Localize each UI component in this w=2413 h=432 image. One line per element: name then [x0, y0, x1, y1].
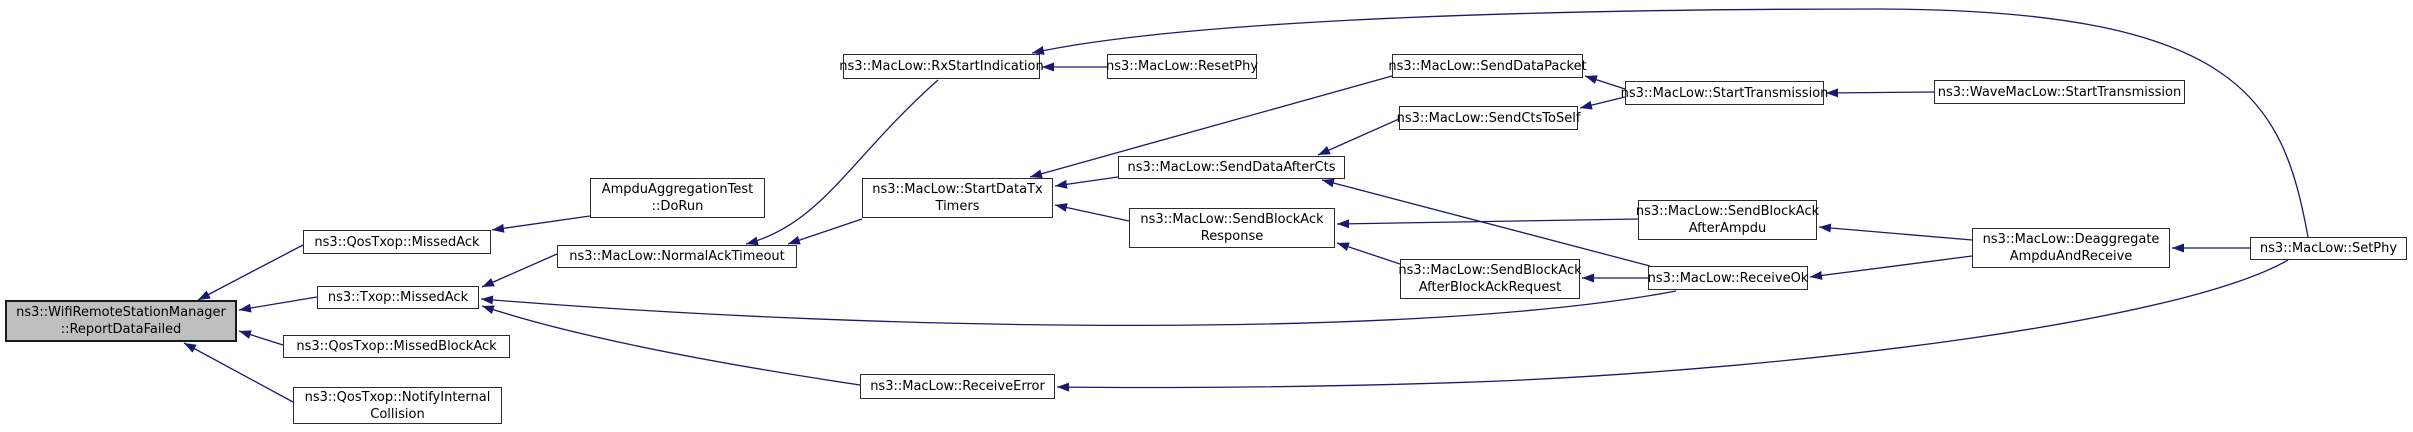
node-ampdu-aggregation-test-dorun[interactable]: AmpduAggregationTest::DoRun: [590, 178, 765, 218]
node-label: Response: [1200, 229, 1264, 244]
node-label: AfterAmpdu: [1688, 221, 1767, 236]
edge-maclow-start-data-tx-timers-to-maclow-normal-ack-timeout: [787, 218, 863, 245]
node-label: Collision: [370, 406, 425, 422]
node-label: AfterBlockAckRequest: [1418, 280, 1562, 295]
edge-maclow-rx-start-indication-to-maclow-normal-ack-timeout: [745, 79, 939, 246]
node-label: ns3::MacLow::ReceiveError: [870, 379, 1045, 394]
edge-maclow-send-cts-to-self-to-maclow-send-data-after-cts: [1317, 118, 1400, 156]
node-maclow-send-data-packet[interactable]: ns3::MacLow::SendDataPacket: [1388, 54, 1587, 78]
edge-wave-maclow-start-transmission-to-maclow-start-transmission: [1825, 88, 1935, 98]
node-label: ns3::MacLow::RxStartIndication: [839, 59, 1044, 74]
node-label: ns3::MacLow::StartTransmission: [1620, 85, 1829, 101]
edge-maclow-set-phy-to-maclow-rx-start-indication: [1031, 8, 2309, 238]
node-label: ::DoRun: [651, 199, 704, 214]
node-label: ns3::MacLow::SendBlockAck: [1635, 204, 1820, 219]
node-maclow-receive-ok[interactable]: ns3::MacLow::ReceiveOk: [1648, 266, 1808, 290]
node-label: ns3::MacLow::SendBlockAck: [1398, 263, 1582, 278]
node-maclow-set-phy[interactable]: ns3::MacLow::SetPhy: [2250, 237, 2407, 260]
node-label: ::ReportDataFailed: [60, 322, 182, 337]
node-label: ns3::MacLow::Deaggregate: [1982, 232, 2160, 247]
node-maclow-normal-ack-timeout[interactable]: ns3::MacLow::NormalAckTimeout: [557, 245, 797, 268]
edge-maclow-start-transmission-to-maclow-send-data-packet: [1584, 75, 1626, 90]
node-label: ns3::WifiRemoteStationManager: [16, 305, 226, 320]
edge-maclow-send-block-ack-after-block-ack-request-to-maclow-send-block-ack-response: [1336, 242, 1401, 265]
node-maclow-reset-phy[interactable]: ns3::MacLow::ResetPhy: [1105, 54, 1259, 79]
edge-maclow-receive-ok-to-txop-missed-ack: [480, 290, 1677, 327]
edge-maclow-receive-error-to-txop-missed-ack: [481, 305, 861, 386]
edge-maclow-send-block-ack-after-ampdu-to-maclow-send-block-ack-response: [1336, 218, 1639, 229]
node-maclow-send-data-after-cts[interactable]: ns3::MacLow::SendDataAfterCts: [1118, 156, 1345, 179]
node-maclow-rx-start-indication[interactable]: ns3::MacLow::RxStartIndication: [839, 54, 1044, 79]
node-label: ns3::QosTxop::MissedBlockAck: [296, 339, 497, 354]
node-maclow-send-cts-to-self[interactable]: ns3::MacLow::SendCtsToSelf: [1396, 106, 1581, 130]
node-label: ns3::MacLow::SendCtsToSelf: [1396, 110, 1581, 126]
node-label: ns3::MacLow::SetPhy: [2259, 241, 2398, 256]
node-txop-missed-ack[interactable]: ns3::Txop::MissedAck: [317, 286, 479, 309]
edges-group: [183, 8, 2309, 403]
node-wave-maclow-start-transmission[interactable]: ns3::WaveMacLow::StartTransmission: [1934, 80, 2185, 104]
edge-maclow-start-transmission-to-maclow-send-cts-to-self: [1579, 96, 1626, 110]
node-label: ns3::MacLow::SendDataPacket: [1388, 58, 1587, 74]
node-label: ns3::MacLow::ResetPhy: [1105, 59, 1259, 74]
node-label: ns3::Txop::MissedAck: [327, 290, 469, 305]
node-qostxop-missed-ack[interactable]: ns3::QosTxop::MissedAck: [303, 230, 491, 254]
node-label: ns3::MacLow::SendBlockAck: [1140, 212, 1324, 227]
edge-txop-missed-ack-to-report-data-failed: [238, 296, 318, 313]
node-label: AmpduAggregationTest: [601, 182, 754, 197]
edge-maclow-send-block-ack-response-to-maclow-start-data-tx-timers: [1054, 203, 1130, 222]
node-maclow-start-transmission[interactable]: ns3::MacLow::StartTransmission: [1621, 81, 1828, 105]
node-label: Timers: [935, 199, 980, 214]
node-report-data-failed: ns3::WifiRemoteStationManager::ReportDat…: [5, 300, 237, 342]
edge-maclow-normal-ack-timeout-to-txop-missed-ack: [481, 253, 558, 288]
edge-maclow-receive-ok-to-maclow-send-data-after-cts: [1321, 178, 1651, 267]
node-label: ns3::MacLow::SendDataAfterCts: [1127, 160, 1336, 175]
edge-qostxop-notify-internal-collision-to-report-data-failed: [183, 342, 294, 403]
edge-maclow-set-phy-to-maclow-receive-error: [1056, 259, 2289, 392]
edge-qostxop-missed-block-ack-to-report-data-failed: [238, 330, 284, 346]
node-label: ns3::QosTxop::MissedAck: [314, 234, 480, 250]
edge-ampdu-aggregation-test-dorun-to-qostxop-missed-ack: [491, 215, 591, 233]
node-label: ns3::MacLow::NormalAckTimeout: [569, 249, 785, 264]
node-label: ns3::MacLow::StartDataTx: [872, 182, 1043, 197]
node-qostxop-missed-block-ack[interactable]: ns3::QosTxop::MissedBlockAck: [283, 335, 510, 358]
edge-maclow-deaggregate-ampdu-and-receive-to-maclow-receive-ok: [1809, 255, 1973, 280]
edge-maclow-send-data-packet-to-maclow-start-data-tx-timers: [1029, 75, 1393, 179]
node-label: ns3::MacLow::ReceiveOk: [1647, 270, 1809, 286]
edge-qostxop-missed-ack-to-report-data-failed: [197, 244, 304, 301]
node-maclow-receive-error[interactable]: ns3::MacLow::ReceiveError: [860, 374, 1055, 399]
node-label: ns3::WaveMacLow::StartTransmission: [1937, 84, 2182, 100]
edge-maclow-send-data-after-cts-to-maclow-start-data-tx-timers: [1054, 176, 1119, 189]
node-label: ns3::QosTxop::NotifyInternal: [304, 389, 491, 405]
node-label: AmpduAndReceive: [2009, 249, 2133, 264]
edge-maclow-deaggregate-ampdu-and-receive-to-maclow-send-block-ack-after-ampdu: [1818, 223, 1973, 241]
